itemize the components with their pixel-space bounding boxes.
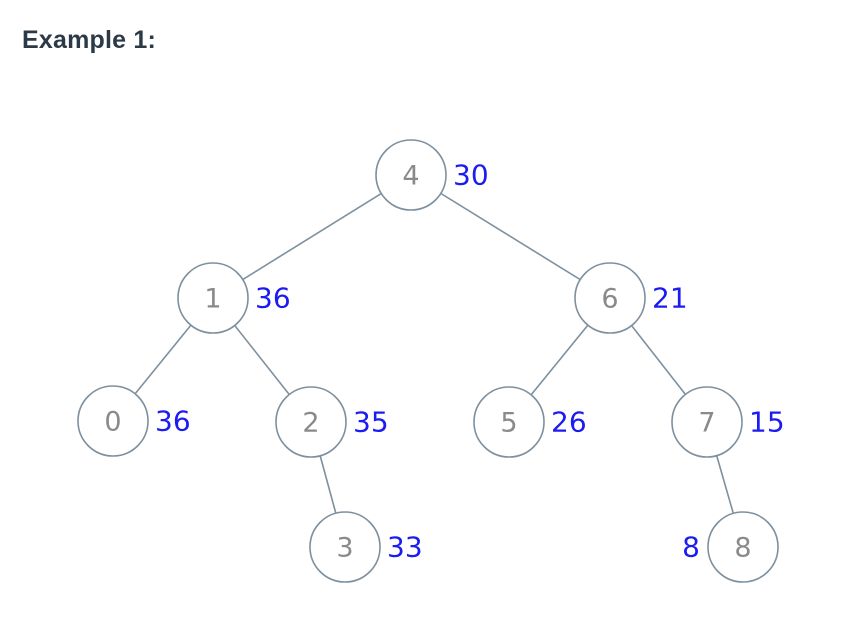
tree-node-value: 6 <box>601 284 618 315</box>
tree-node-circle <box>77 385 149 457</box>
tree-node-value: 2 <box>302 408 319 439</box>
tree-node-value: 1 <box>204 284 221 315</box>
tree-node-value: 8 <box>734 533 751 564</box>
tree-node-circle <box>275 386 347 458</box>
tree-node-label: 30 <box>453 159 489 192</box>
tree-node-label: 33 <box>387 531 423 564</box>
tree-node-circle <box>707 511 779 583</box>
page-title: Example 1: <box>22 26 157 54</box>
tree-node-label: 26 <box>551 406 587 439</box>
tree-node-value: 3 <box>336 533 353 564</box>
tree-edge <box>410 174 611 299</box>
tree-node-circle <box>473 386 545 458</box>
tree-node-circle <box>671 386 743 458</box>
tree-node-circle <box>309 511 381 583</box>
tree-node-circle <box>375 139 447 211</box>
tree-node-value: 4 <box>402 161 419 192</box>
tree-node-value: 0 <box>104 407 121 438</box>
tree-node-value: 5 <box>500 408 517 439</box>
tree-node-label: 21 <box>652 282 688 315</box>
tree-node-circle <box>574 262 646 334</box>
tree-node-label: 8 <box>682 531 700 564</box>
tree-node-circle <box>177 262 249 334</box>
tree-node-label: 15 <box>749 406 785 439</box>
tree-node-value: 7 <box>698 408 715 439</box>
tree-node-label: 35 <box>353 406 389 439</box>
tree-edge <box>212 174 412 299</box>
tree-node-label: 36 <box>155 405 191 438</box>
tree-node-label: 36 <box>255 282 291 315</box>
